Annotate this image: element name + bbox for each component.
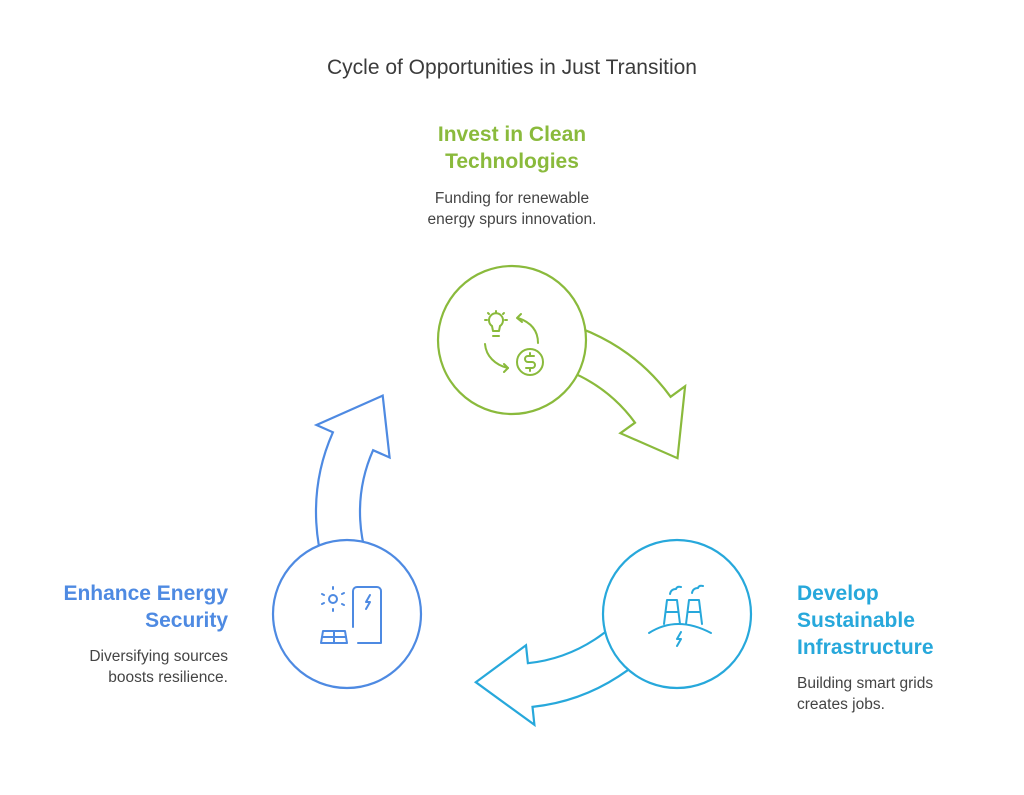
stage-heading-security: Enhance Energy Security	[28, 580, 228, 634]
heading-line: Security	[145, 609, 228, 632]
stage-node-invest	[436, 264, 588, 416]
stage-heading-infrastructure: Develop Sustainable Infrastructure	[797, 580, 997, 661]
description-line: creates jobs.	[797, 696, 885, 713]
diagram-title: Cycle of Opportunities in Just Transitio…	[326, 56, 697, 79]
stage-heading-invest: Invest in Clean Technologies	[362, 121, 662, 175]
stage-description-invest: Funding for renewable energy spurs innov…	[362, 188, 662, 230]
description-line: energy spurs innovation.	[427, 211, 597, 228]
heading-line: Enhance Energy	[63, 582, 228, 605]
heading-line: Sustainable	[797, 609, 915, 632]
stage-circle-security	[271, 538, 423, 690]
stage-description-infrastructure: Building smart grids creates jobs.	[797, 673, 997, 715]
stage-circle-infrastructure	[601, 538, 753, 690]
description-line: boosts resilience.	[108, 669, 228, 686]
description-line: Building smart grids	[797, 675, 934, 692]
solar-battery-icon	[320, 586, 382, 644]
lightbulb-money-cycle-icon	[484, 310, 544, 376]
stage-circle-invest	[436, 264, 588, 416]
heading-line: Technologies	[445, 150, 579, 173]
description-line: Diversifying sources	[89, 648, 228, 665]
power-plant-icon	[648, 584, 712, 647]
stage-description-security: Diversifying sources boosts resilience.	[28, 646, 228, 688]
heading-line: Infrastructure	[797, 636, 934, 659]
stage-node-security	[271, 538, 423, 690]
stage-node-infrastructure	[601, 538, 753, 690]
description-line: Funding for renewable	[434, 190, 590, 207]
heading-line: Develop	[797, 582, 879, 605]
heading-line: Invest in Clean	[437, 123, 587, 146]
